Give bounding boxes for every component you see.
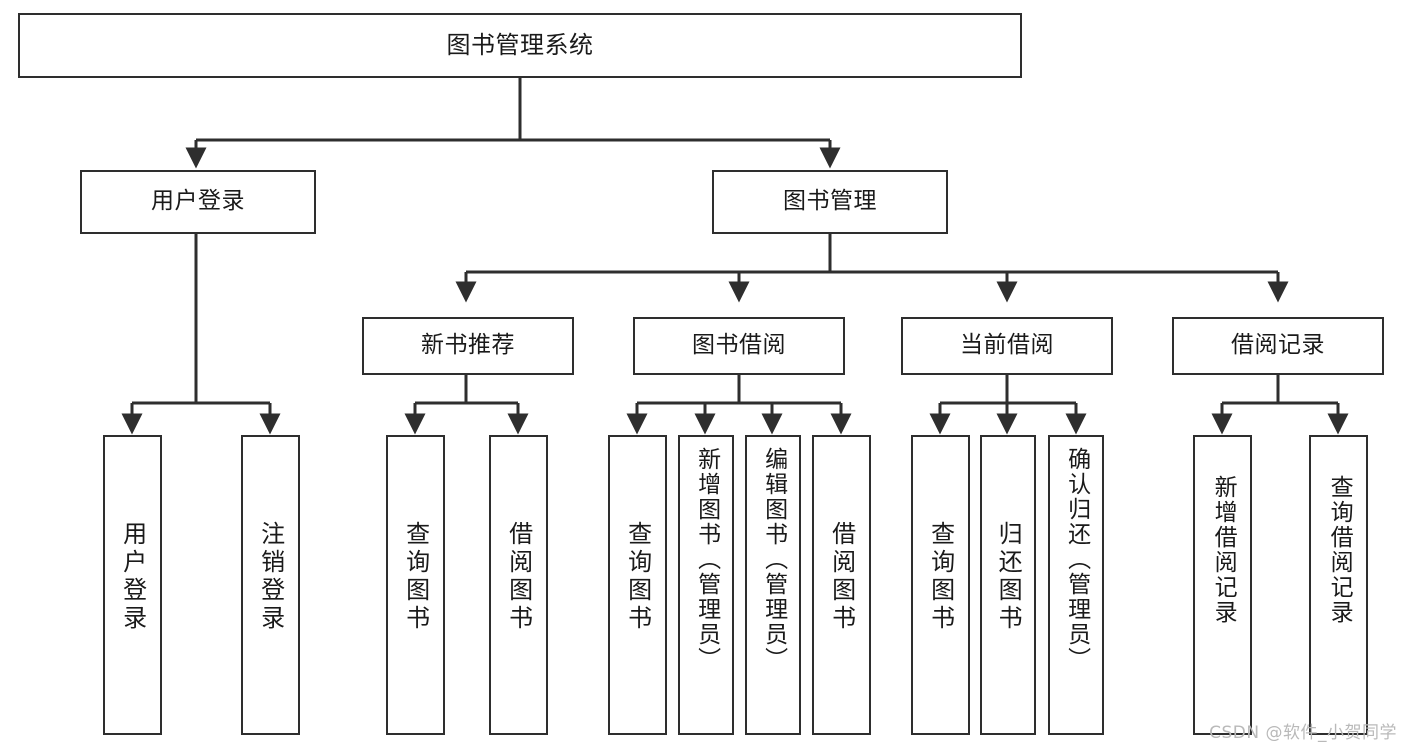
node-new-book-recommend[interactable]: 新书推荐 [362, 317, 574, 375]
node-current-borrow-label: 当前借阅 [960, 332, 1054, 359]
node-leaf-confirm-return[interactable]: 确认归还（管理员） [1048, 435, 1104, 735]
node-book-borrow[interactable]: 图书借阅 [633, 317, 845, 375]
node-user-login[interactable]: 用户登录 [80, 170, 316, 234]
node-leaf-query-record-label: 查询借阅记录 [1326, 475, 1353, 625]
csdn-watermark: CSDN @软件_小贺同学 [1209, 723, 1397, 743]
node-user-login-label: 用户登录 [151, 188, 245, 215]
node-leaf-logout-label: 注销登录 [256, 521, 285, 633]
node-leaf-query-book-1-label: 查询图书 [401, 521, 430, 633]
node-leaf-return-book-label: 归还图书 [994, 521, 1023, 633]
node-borrow-record-label: 借阅记录 [1231, 332, 1325, 359]
node-root-label: 图书管理系统 [446, 31, 594, 60]
node-leaf-query-book-3[interactable]: 查询图书 [911, 435, 970, 735]
node-leaf-edit-book-label: 编辑图书（管理员） [760, 447, 787, 672]
node-leaf-query-book-2[interactable]: 查询图书 [608, 435, 667, 735]
node-leaf-confirm-return-label: 确认归还（管理员） [1063, 447, 1090, 672]
node-leaf-borrow-book-1[interactable]: 借阅图书 [489, 435, 548, 735]
node-leaf-query-book-2-label: 查询图书 [623, 521, 652, 633]
node-borrow-record[interactable]: 借阅记录 [1172, 317, 1384, 375]
node-root[interactable]: 图书管理系统 [18, 13, 1022, 78]
node-leaf-add-book-label: 新增图书（管理员） [693, 447, 720, 672]
node-leaf-logout[interactable]: 注销登录 [241, 435, 300, 735]
node-book-manage-label: 图书管理 [783, 188, 877, 215]
node-book-borrow-label: 图书借阅 [692, 332, 786, 359]
node-leaf-query-book-3-label: 查询图书 [926, 521, 955, 633]
node-new-book-recommend-label: 新书推荐 [421, 332, 515, 359]
node-leaf-edit-book[interactable]: 编辑图书（管理员） [745, 435, 801, 735]
node-leaf-user-login-label: 用户登录 [118, 521, 147, 633]
node-book-manage[interactable]: 图书管理 [712, 170, 948, 234]
node-leaf-user-login[interactable]: 用户登录 [103, 435, 162, 735]
node-leaf-borrow-book-1-label: 借阅图书 [504, 521, 533, 633]
node-leaf-return-book[interactable]: 归还图书 [980, 435, 1036, 735]
node-current-borrow[interactable]: 当前借阅 [901, 317, 1113, 375]
node-leaf-borrow-book-2[interactable]: 借阅图书 [812, 435, 871, 735]
node-leaf-borrow-book-2-label: 借阅图书 [827, 521, 856, 633]
node-leaf-query-record[interactable]: 查询借阅记录 [1309, 435, 1368, 735]
node-leaf-add-book[interactable]: 新增图书（管理员） [678, 435, 734, 735]
node-leaf-query-book-1[interactable]: 查询图书 [386, 435, 445, 735]
node-leaf-add-record-label: 新增借阅记录 [1210, 475, 1237, 625]
node-leaf-add-record[interactable]: 新增借阅记录 [1193, 435, 1252, 735]
